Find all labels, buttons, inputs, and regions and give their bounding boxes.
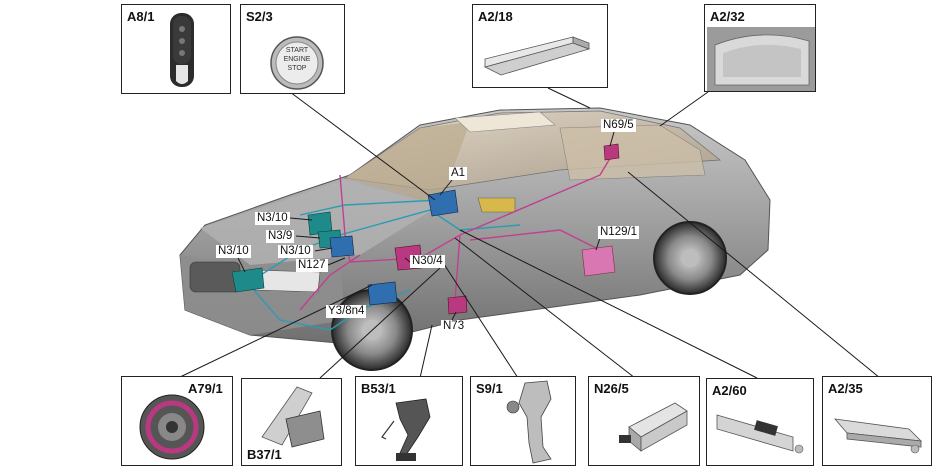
antenna-bracket-icon [716,414,804,454]
component-label: B37/1 [247,447,282,462]
leader-lines [177,87,881,379]
component-box-b53-1: B53/1 [355,376,463,466]
modules [231,143,620,315]
component-label: A79/1 [188,381,223,396]
leader-n3-10-b [314,247,333,252]
module-a1 [427,189,459,217]
callout-n3-10-a: N3/10 [255,212,290,225]
callout-n127: N127 [296,259,328,272]
component-box-n26-5: N26/5 [588,376,700,466]
module-n3-10-mid [329,235,355,258]
callout-n3-10-c: N3/10 [216,245,251,258]
leader-s2-3 [289,91,436,201]
leader-n3-10-a [289,217,313,221]
module-n3-10-left [231,267,265,293]
callout-n3-10-b: N3/10 [278,245,313,258]
leader-n73 [451,311,457,321]
antenna-module-icon [483,36,591,76]
accelerator-pedal-icon [261,386,325,448]
callout-n69-5: N69/5 [601,119,636,132]
rear-window-antenna-icon [707,27,815,91]
rear-wheel-hub [681,249,699,267]
callout-y3-8n4: Y3/8n4 [326,305,367,318]
control-unit-icon [619,402,688,452]
antenna-amplifier-icon [834,418,923,454]
callout-n30-4: N30/4 [410,255,445,268]
wire-magenta-3 [469,229,601,251]
component-label: B53/1 [361,381,396,396]
leader-n26-5 [454,237,636,379]
car-windshield [345,122,470,205]
leader-n3-10-c [237,257,246,273]
leader-a2-60 [459,229,758,379]
component-label: S2/3 [246,9,273,24]
module-n73 [447,295,468,315]
leader-n129-1 [595,237,601,251]
component-box-s2-3: S2/3 START ENGINE STOP [240,4,345,94]
leader-b53-1 [419,324,433,379]
component-box-a2-60: A2/60 [706,378,814,466]
car-grille [189,261,241,293]
module-y3-8n4 [367,281,398,306]
component-label: A2/35 [828,381,863,396]
leader-a2-35 [627,171,881,379]
car-sunroof [454,111,556,133]
car-side-glass [559,124,706,181]
start-button-text: START ENGINE STOP [277,46,317,73]
leader-n30-4 [404,257,411,263]
component-box-b37-1: B37/1 [241,378,342,466]
key-fob-icon [170,13,194,87]
component-label: A2/32 [710,9,745,24]
callout-n73: N73 [441,320,467,333]
wire-blue-3 [299,199,441,216]
component-box-a8-1: A8/1 [121,4,231,94]
start-stop-button-icon [270,36,324,90]
module-n129-1 [581,245,616,277]
leader-a2-32 [659,91,709,127]
component-box-a79-1: A79/1 [121,376,233,466]
leader-s9-1 [439,257,519,379]
component-box-a2-35: A2/35 [822,376,932,466]
component-box-a2-32: A2/32 [704,4,816,92]
leader-n127 [327,257,346,266]
callout-a1: A1 [449,167,468,180]
wire-magenta-4 [299,254,361,311]
component-label: S9/1 [476,381,503,396]
starter-generator-icon [139,394,205,460]
brake-light-switch-icon [506,380,552,464]
start-text-line1: START [285,47,309,54]
component-box-a2-18: A2/18 [472,4,608,88]
leader-a79-1 [177,284,373,379]
leader-n69-5 [609,131,615,147]
car-side-mirror [477,197,516,213]
start-text-line2: ENGINE [283,56,311,63]
component-label: A2/60 [712,383,747,398]
leader-b37-1 [319,267,441,379]
leader-a2-18 [547,87,591,109]
component-label: A2/18 [478,9,513,24]
component-box-s9-1: S9/1 [470,376,576,466]
callout-n3-9: N3/9 [266,230,295,243]
leader-a1 [439,179,453,196]
callout-n129-1: N129/1 [598,226,640,239]
brake-pedal-sensor-icon [381,398,431,461]
module-n69-5 [603,143,620,161]
component-label: N26/5 [594,381,629,396]
leader-n3-9 [295,235,321,239]
start-text-line3: STOP [287,65,307,72]
component-label: A8/1 [127,9,155,24]
